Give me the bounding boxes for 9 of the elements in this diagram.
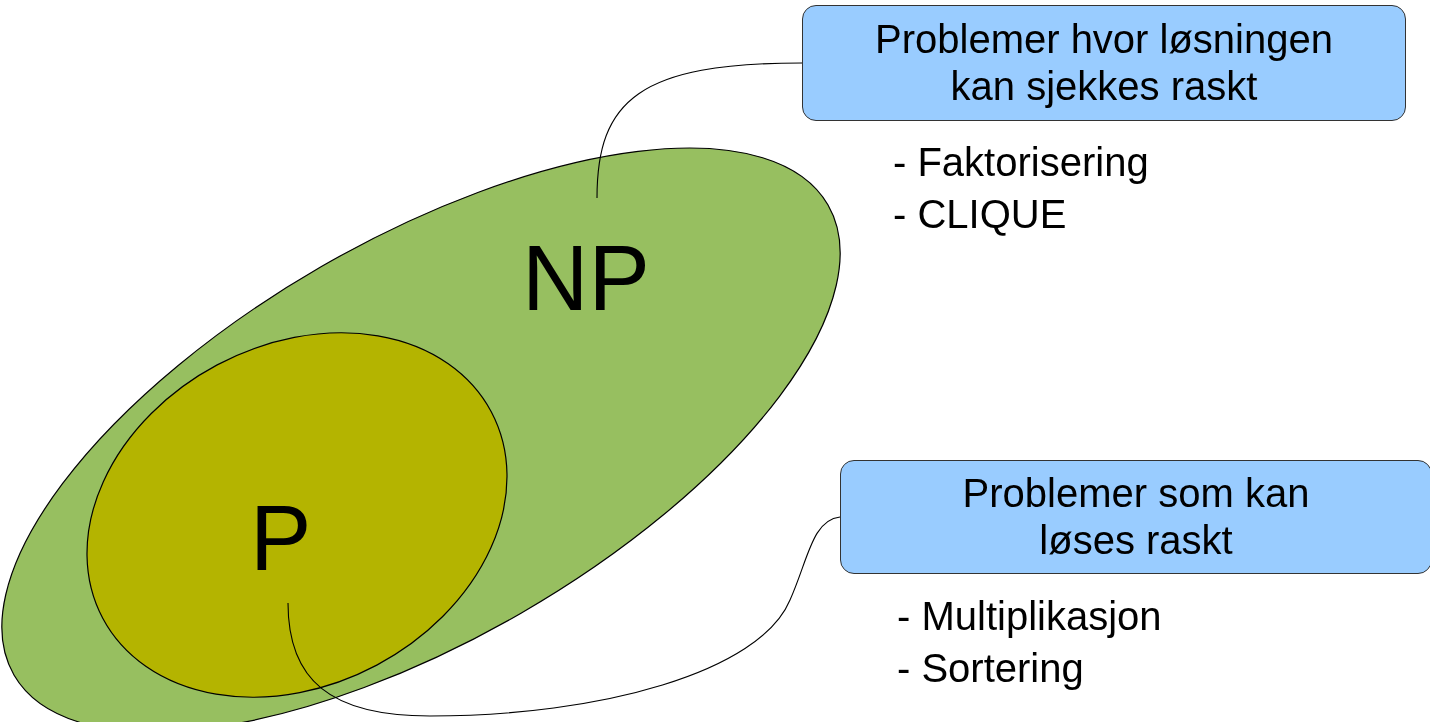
example-item: - CLIQUE [893,194,1067,234]
description-box: Problemer som kan løses raskt [840,460,1430,574]
example-item: - Faktorisering [893,142,1149,182]
example-item: - Sortering [897,648,1084,688]
leader-line [596,62,803,199]
example-item: - Multiplikasjon [897,596,1162,636]
set-label: P [250,492,312,584]
set-label: NP [522,232,650,324]
description-box: Problemer hvor løsningen kan sjekkes raskt [802,5,1406,121]
